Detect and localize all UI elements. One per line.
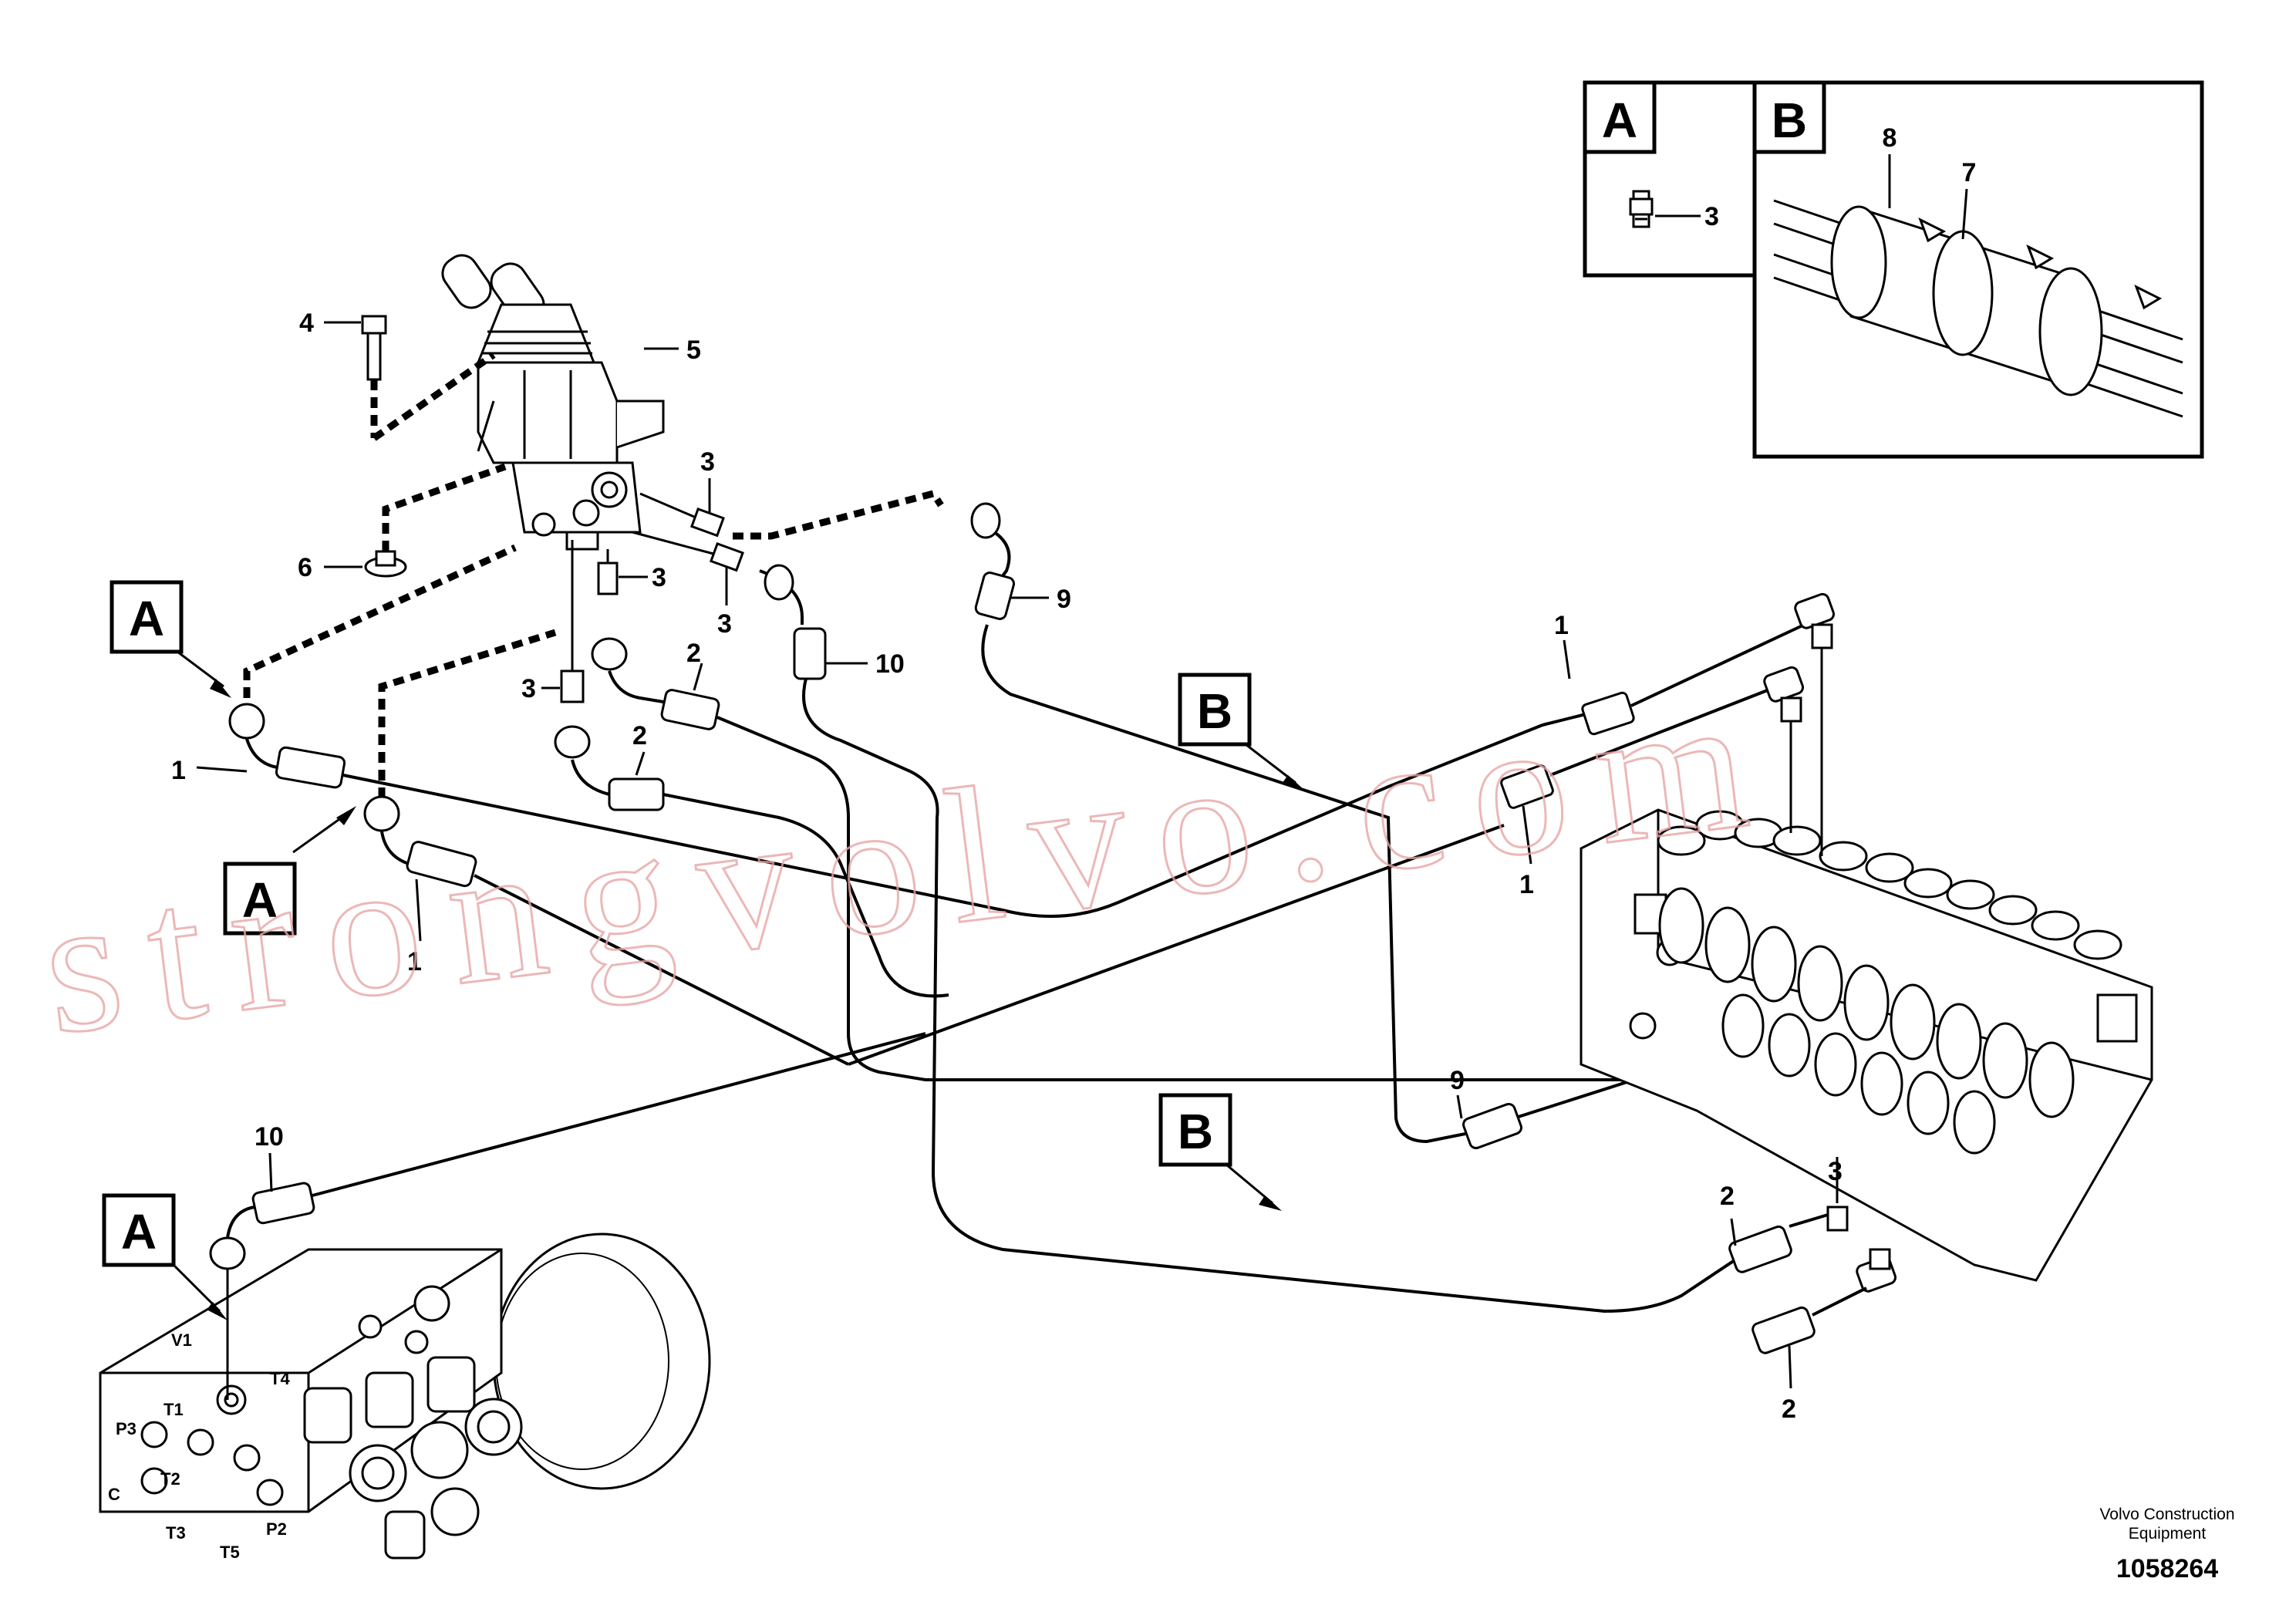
port-label-t4: T4: [270, 1369, 290, 1388]
detail-box-b-label: B: [1772, 93, 1807, 148]
callout-3-e: 3: [1828, 1157, 1843, 1186]
callout-1-d: 1: [1519, 870, 1534, 899]
callout-10-a: 10: [875, 649, 905, 679]
port-label-p3: P3: [116, 1419, 137, 1438]
nut: [364, 550, 407, 578]
bolt: [361, 315, 387, 381]
callout-3-d: 3: [521, 674, 536, 703]
hose-10-lower: [209, 1032, 926, 1270]
solenoid-valve-block: T1 P3 T2 C T3 T5 P2 T4 V1: [99, 1233, 711, 1562]
callout-9-b: 9: [1450, 1066, 1465, 1095]
callout-3-c: 3: [652, 563, 666, 592]
hose-1-lower: [363, 677, 1798, 1066]
port-label-t2: T2: [160, 1469, 180, 1489]
callout-1-c: 1: [1554, 611, 1569, 640]
port-label-c: C: [108, 1485, 120, 1504]
footer-company-line1: Volvo Construction: [2099, 1506, 2234, 1523]
hose-2-upper: [591, 637, 1791, 1081]
callout-10-b: 10: [255, 1122, 284, 1152]
svg-text:A: A: [121, 1204, 157, 1259]
control-valve-bank: [1580, 808, 2153, 1282]
callout-6: 6: [298, 553, 312, 582]
view-marker-a-lower: A: [102, 1193, 228, 1320]
valve-spools: [1657, 810, 2122, 1155]
callout-4: 4: [299, 309, 314, 338]
port-label-t3: T3: [166, 1523, 186, 1543]
svg-text:B: B: [1197, 683, 1232, 739]
port-label-v1: V1: [171, 1330, 192, 1350]
drawing-number: 1058264: [2116, 1554, 2218, 1583]
callout-3-a: 3: [700, 447, 715, 477]
callout-2-d: 2: [1782, 1394, 1796, 1424]
callout-2-b: 2: [632, 721, 647, 750]
view-marker-b-upper: B: [1178, 673, 1305, 791]
hose-2-lower: [554, 725, 949, 998]
view-marker-a-upper: A: [110, 580, 231, 698]
watermark: strongvolvo.com: [32, 651, 1786, 1075]
detail-box-a-label: A: [1602, 93, 1637, 148]
footer-company-line2: Equipment: [2129, 1525, 2207, 1543]
callout-5: 5: [686, 336, 701, 365]
port-label-t5: T5: [220, 1543, 240, 1562]
port-label-p2: P2: [266, 1519, 287, 1539]
svg-text:A: A: [242, 872, 278, 928]
hose-1-upper: [228, 619, 1813, 918]
detail-box-b: B 8 7: [1752, 80, 2204, 459]
callout-7: 7: [1962, 158, 1977, 187]
view-marker-b-lower: B: [1158, 1093, 1282, 1211]
callout-2-c: 2: [1720, 1182, 1735, 1211]
callout-8: 8: [1883, 123, 1897, 153]
view-marker-a-middle: A: [223, 806, 356, 936]
callout-3-b: 3: [717, 609, 732, 639]
adapter-fitting-icon: [1629, 190, 1654, 228]
elbow-fittings: [1763, 592, 1897, 1293]
joystick-pilot-valve: [441, 254, 665, 551]
hose-10: [759, 564, 1775, 1313]
port-label-t1: T1: [164, 1400, 184, 1419]
callout-2-a: 2: [686, 639, 701, 668]
detail-box-a: A 3: [1583, 80, 1757, 278]
svg-text:B: B: [1178, 1104, 1213, 1159]
callout-9-a: 9: [1057, 585, 1071, 614]
fitting: [560, 507, 744, 703]
svg-text:A: A: [129, 591, 164, 646]
hose-sleeve-clamp-icon: [1773, 199, 2183, 418]
callout-3-box-a: 3: [1704, 202, 1719, 231]
callout-1-b: 1: [407, 947, 422, 976]
callout-1-a: 1: [171, 756, 186, 785]
